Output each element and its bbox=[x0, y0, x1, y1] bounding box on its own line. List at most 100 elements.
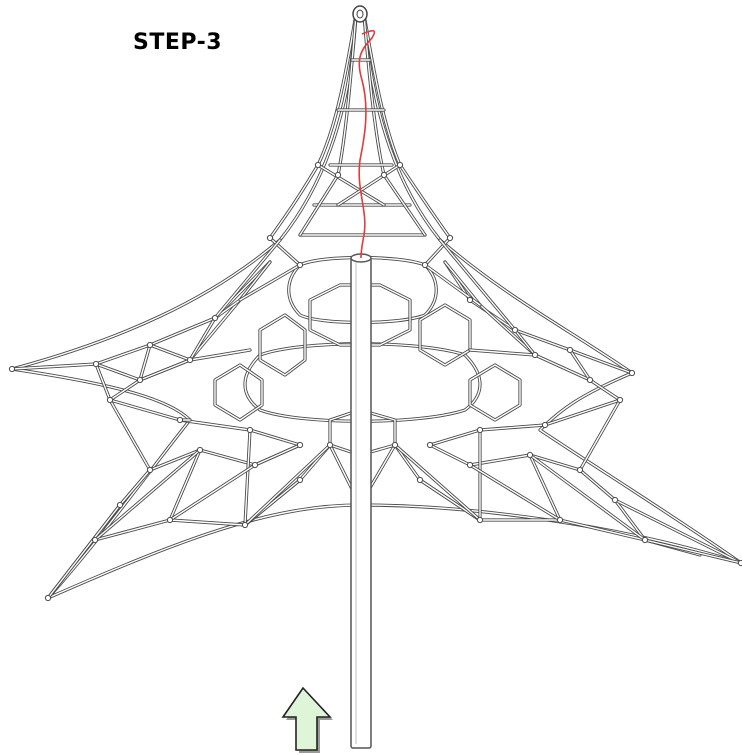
rope-segment-core bbox=[424, 237, 451, 266]
rope-segment-core bbox=[529, 454, 646, 541]
central-pole bbox=[350, 253, 372, 749]
rope-knot bbox=[380, 171, 388, 179]
rope-segment-core bbox=[469, 464, 561, 521]
rope-knot bbox=[314, 161, 322, 169]
rope-segment-core bbox=[249, 429, 301, 446]
rope-segment-core bbox=[149, 317, 216, 346]
rope-segment-core bbox=[569, 349, 591, 381]
rope-knot bbox=[196, 446, 204, 454]
rope-segment-core bbox=[244, 429, 251, 526]
rope-knot bbox=[241, 521, 249, 529]
rope-segment-core bbox=[299, 174, 339, 236]
rope-knot bbox=[586, 376, 594, 384]
rope-knot bbox=[92, 360, 100, 368]
rope-segment bbox=[46, 503, 742, 600]
rope-segment-core bbox=[269, 13, 357, 239]
rope-knot bbox=[426, 441, 434, 449]
rope-knot bbox=[466, 296, 474, 304]
rope-knot bbox=[176, 416, 184, 424]
rope-segment-core bbox=[244, 444, 331, 526]
rope-knot bbox=[396, 161, 404, 169]
rope-knot bbox=[576, 466, 584, 474]
rope-knot bbox=[556, 516, 564, 524]
rope-segment-core bbox=[394, 444, 421, 481]
rope-knot bbox=[628, 369, 636, 377]
rope-knot bbox=[266, 234, 274, 242]
rope-knot bbox=[511, 326, 519, 334]
rope-segment-core bbox=[239, 264, 301, 301]
rope-segment-core bbox=[239, 261, 271, 301]
rope-segment-core bbox=[109, 399, 181, 421]
rope-segment-core bbox=[579, 399, 621, 471]
rope-knot bbox=[91, 536, 99, 544]
rope-segment bbox=[213, 363, 264, 422]
rope-segment-core bbox=[288, 256, 437, 324]
rope-knot bbox=[246, 426, 254, 434]
rope-segment-core bbox=[579, 469, 616, 501]
rope-knot bbox=[611, 496, 619, 504]
rope-segment-core bbox=[254, 444, 301, 466]
rope-segment-core bbox=[47, 504, 742, 599]
rope-knot bbox=[211, 314, 219, 322]
rope-knot bbox=[296, 476, 304, 484]
rope-segment-core bbox=[139, 344, 151, 381]
rope-segment-core bbox=[429, 429, 481, 446]
rope-segment-core bbox=[269, 237, 301, 266]
rope-segment-core bbox=[95, 344, 151, 365]
rope-segment-core bbox=[95, 363, 141, 381]
rope-knot bbox=[391, 441, 399, 449]
rope-knot bbox=[296, 261, 304, 269]
rope-segment-core bbox=[644, 539, 742, 564]
rope-knot bbox=[541, 421, 549, 429]
rope-segment-core bbox=[149, 344, 191, 361]
rope-knot bbox=[251, 461, 259, 469]
top-ring bbox=[352, 5, 368, 23]
rope-segment-core bbox=[214, 364, 263, 421]
rope-segment-core bbox=[169, 519, 246, 526]
rope-segment-core bbox=[469, 349, 536, 356]
rope-segment-core bbox=[199, 449, 256, 466]
rope-segment-core bbox=[394, 444, 481, 521]
rope-segment bbox=[258, 313, 307, 377]
rope-segment-core bbox=[139, 359, 191, 381]
rope-segment-core bbox=[94, 449, 201, 541]
rope-segment-core bbox=[429, 444, 471, 466]
rope-segment-core bbox=[109, 399, 151, 471]
rope-segment-core bbox=[539, 372, 742, 564]
rope-segment-core bbox=[559, 519, 646, 541]
rope-segment-core bbox=[94, 519, 171, 541]
rope-segment-core bbox=[259, 314, 306, 376]
rope-knot bbox=[421, 261, 429, 269]
rope-knot bbox=[296, 441, 304, 449]
rope-segment-core bbox=[189, 349, 251, 361]
rope-segment-core bbox=[169, 464, 256, 521]
rope-knot bbox=[8, 365, 16, 373]
rope-knot bbox=[326, 441, 334, 449]
rope-segment-core bbox=[419, 479, 481, 521]
rope-segment-core bbox=[479, 424, 546, 431]
rope-segment-core bbox=[469, 364, 521, 421]
rope-knot bbox=[136, 376, 144, 384]
rope-knot bbox=[526, 451, 534, 459]
rope-segment-core bbox=[534, 354, 591, 381]
rope-knot bbox=[146, 341, 154, 349]
rope-segment-core bbox=[589, 379, 621, 401]
rope-knot bbox=[566, 346, 574, 354]
rope-segment-core bbox=[529, 454, 561, 521]
step-title: STEP-3 bbox=[133, 30, 223, 55]
rope-knot bbox=[737, 559, 742, 567]
rope-segment-core bbox=[514, 329, 571, 351]
rope-segment-core bbox=[383, 174, 426, 236]
rope-segment-core bbox=[363, 13, 451, 239]
rope-segment-core bbox=[47, 504, 121, 599]
rope-segment-core bbox=[149, 449, 201, 471]
up-arrow-icon bbox=[281, 686, 333, 753]
rope-knot bbox=[531, 351, 539, 359]
rope-knot bbox=[146, 466, 154, 474]
rope-segment-core bbox=[337, 164, 401, 206]
rope-segment-core bbox=[169, 449, 201, 521]
rope-segment-core bbox=[529, 454, 581, 471]
rope-knot bbox=[476, 516, 484, 524]
rope-segment-core bbox=[614, 499, 646, 541]
